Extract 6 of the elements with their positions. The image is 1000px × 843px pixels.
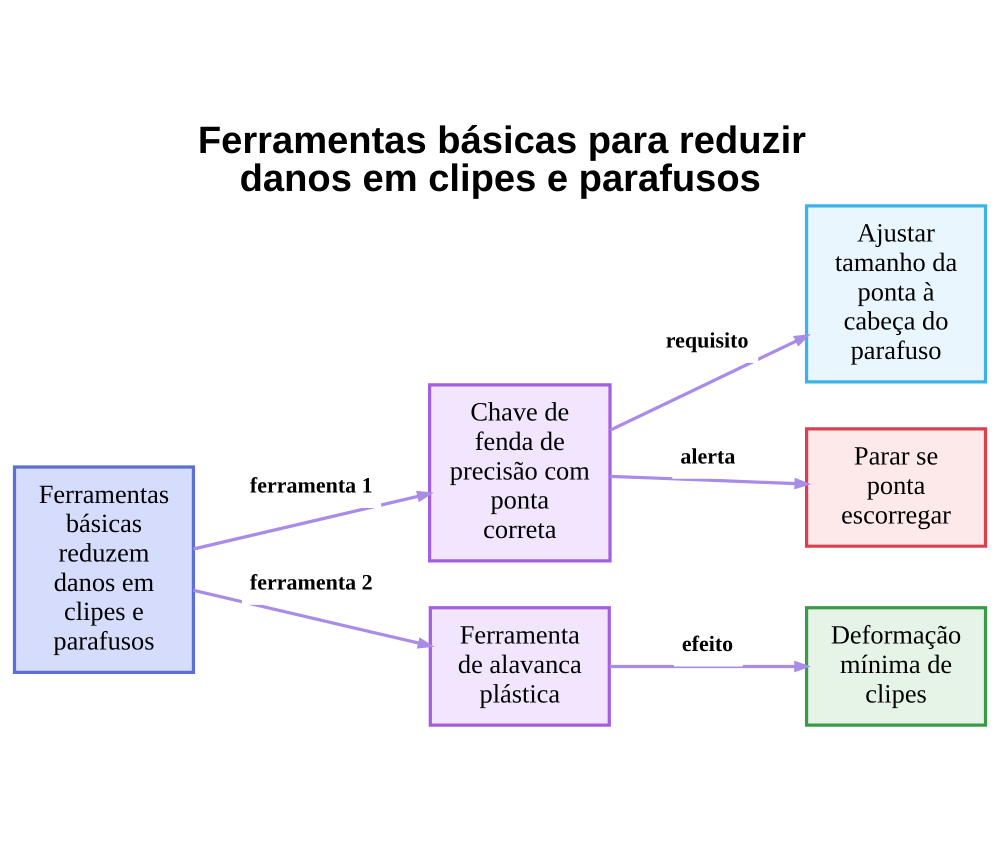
edge-label: requisito <box>666 327 748 352</box>
edge-label: alerta <box>680 443 736 468</box>
edge-label: ferramenta 2 <box>250 569 373 594</box>
edge-label: efeito <box>682 631 734 656</box>
diagram-title: Ferramentas básicas para reduzir danos em clipes e parafusos <box>198 118 806 200</box>
edge-label: ferramenta 1 <box>250 472 373 498</box>
